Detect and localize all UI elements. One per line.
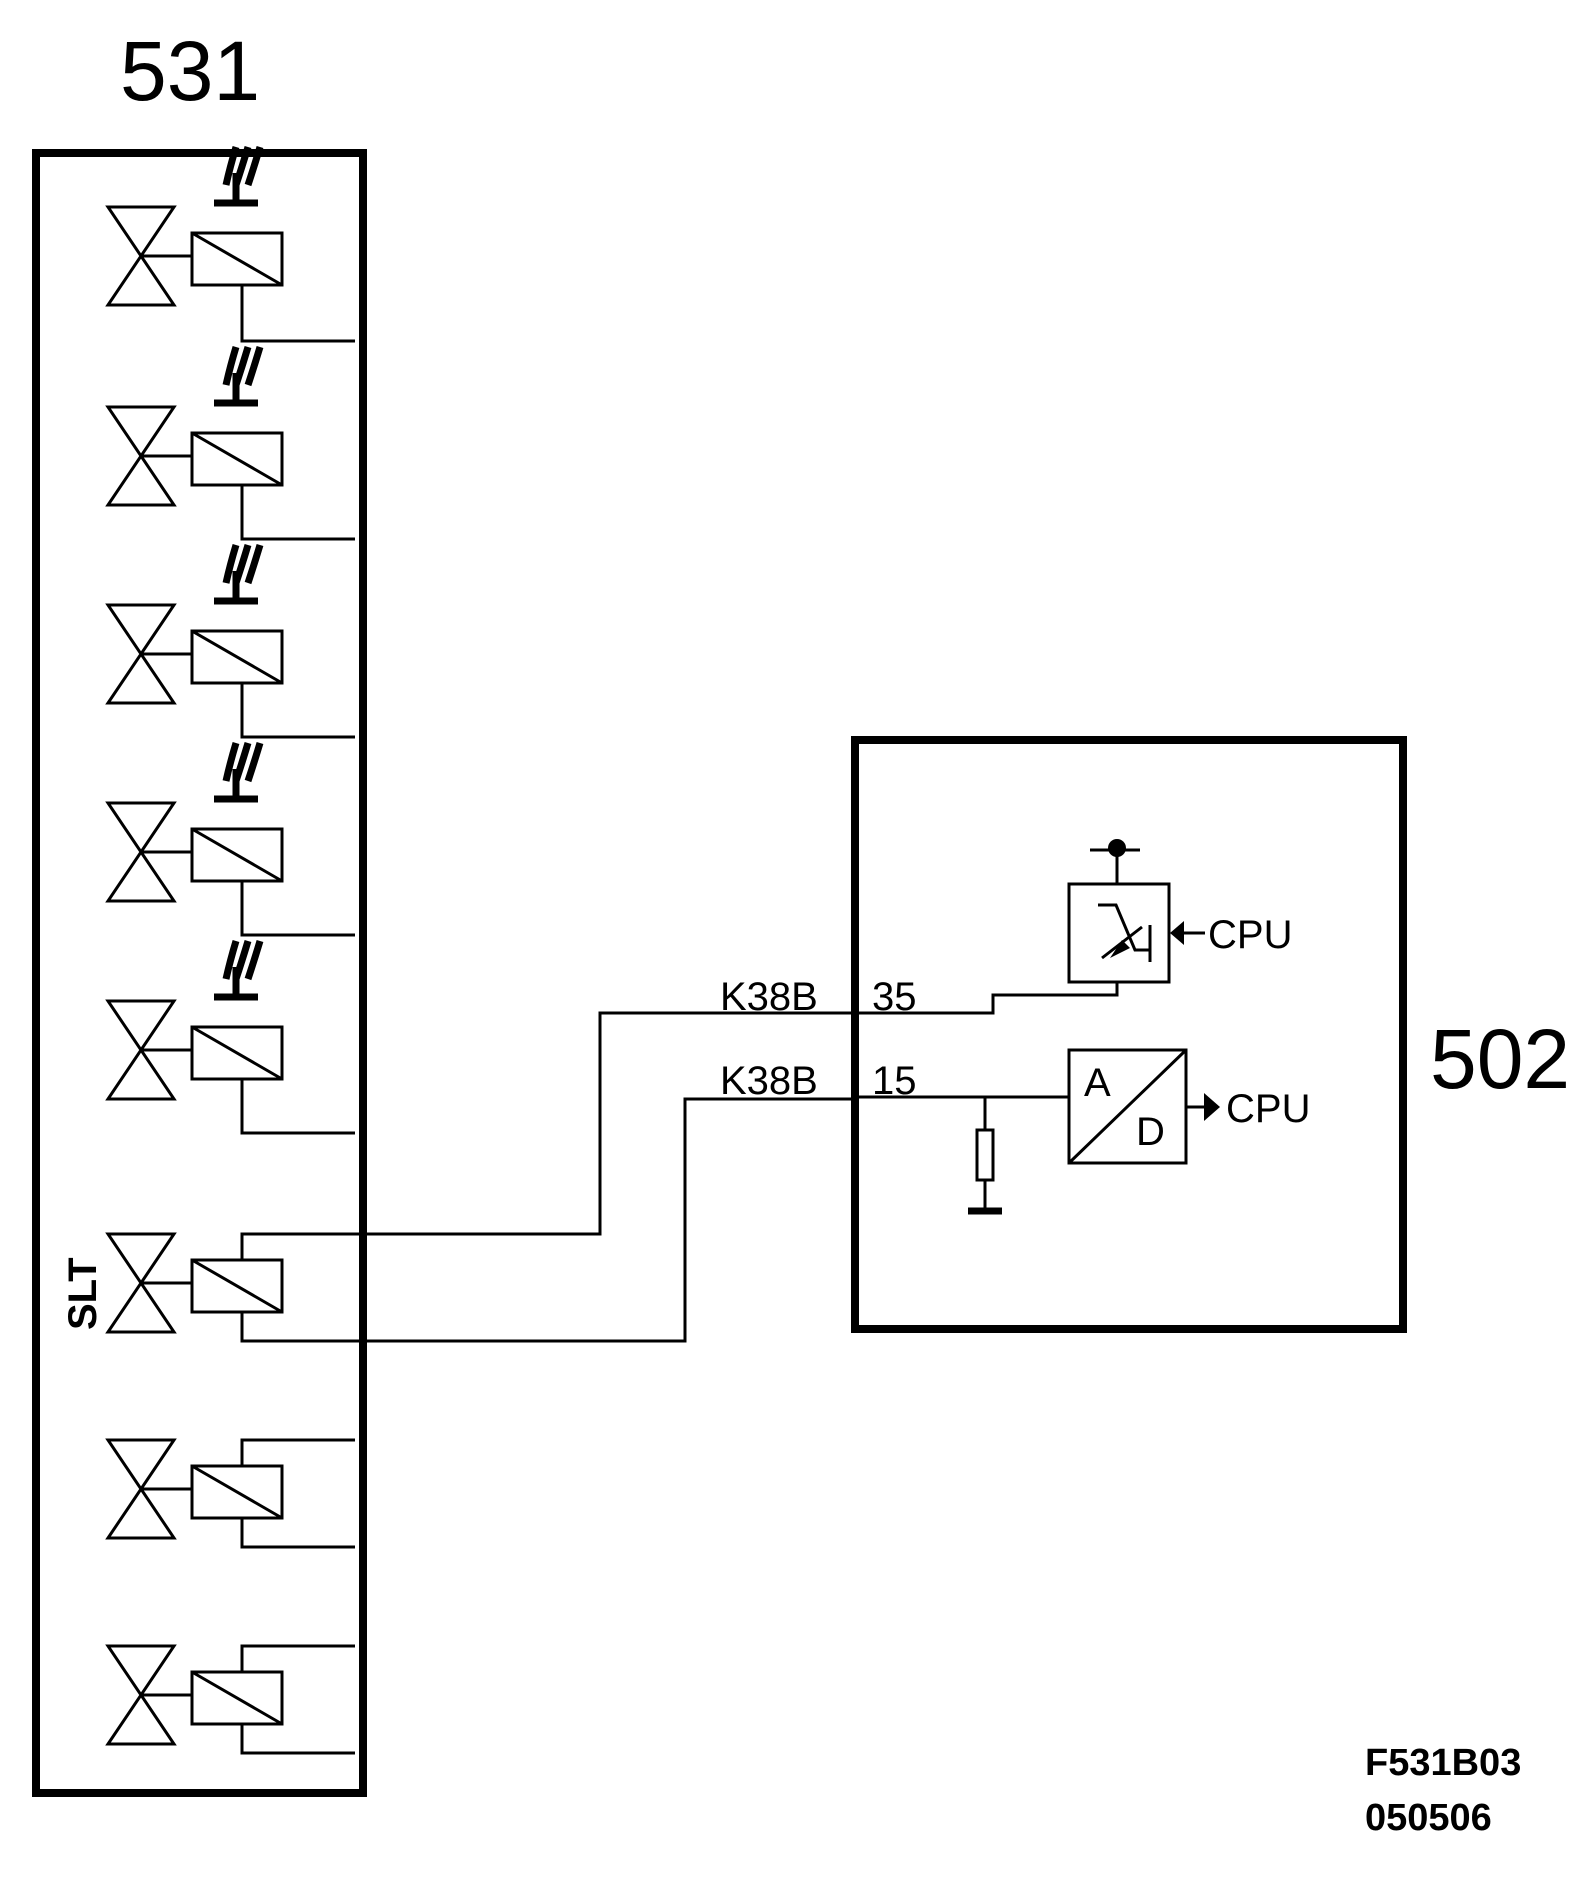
pressure-valve-4 <box>106 743 355 937</box>
pressure-valve-5 <box>106 941 355 1135</box>
module-531-label: 531 <box>120 24 260 118</box>
pulldown-resistor <box>975 1097 995 1210</box>
module-502-box <box>851 736 1407 1333</box>
pressure-valve-2 <box>106 347 355 541</box>
adc-cpu-label: CPU <box>1226 1087 1310 1131</box>
adc-letter-d: D <box>1136 1110 1165 1154</box>
adc-output-arrow <box>1186 1093 1220 1121</box>
driver-cpu-label: CPU <box>1208 913 1292 957</box>
figure-date: 050506 <box>1365 1797 1492 1839</box>
figure-code: F531B03 <box>1365 1742 1521 1784</box>
on-off-valve-2 <box>106 1644 355 1755</box>
wire-lower-name: K38B <box>720 1059 818 1103</box>
pressure-valve-1 <box>106 147 355 343</box>
on-off-valve-1 <box>106 1438 355 1549</box>
driver-block <box>1067 839 1171 984</box>
module-502-label: 502 <box>1430 1012 1570 1106</box>
driver-input-arrow <box>1170 921 1205 945</box>
wire-upper-name: K38B <box>720 975 818 1019</box>
slt-valve <box>106 1011 855 1343</box>
slt-label: SLT <box>61 1257 105 1330</box>
driver-wire <box>855 982 1119 1015</box>
module-531-box <box>32 149 367 1797</box>
adc-letter-a: A <box>1084 1061 1111 1105</box>
pressure-valve-3 <box>106 545 355 739</box>
